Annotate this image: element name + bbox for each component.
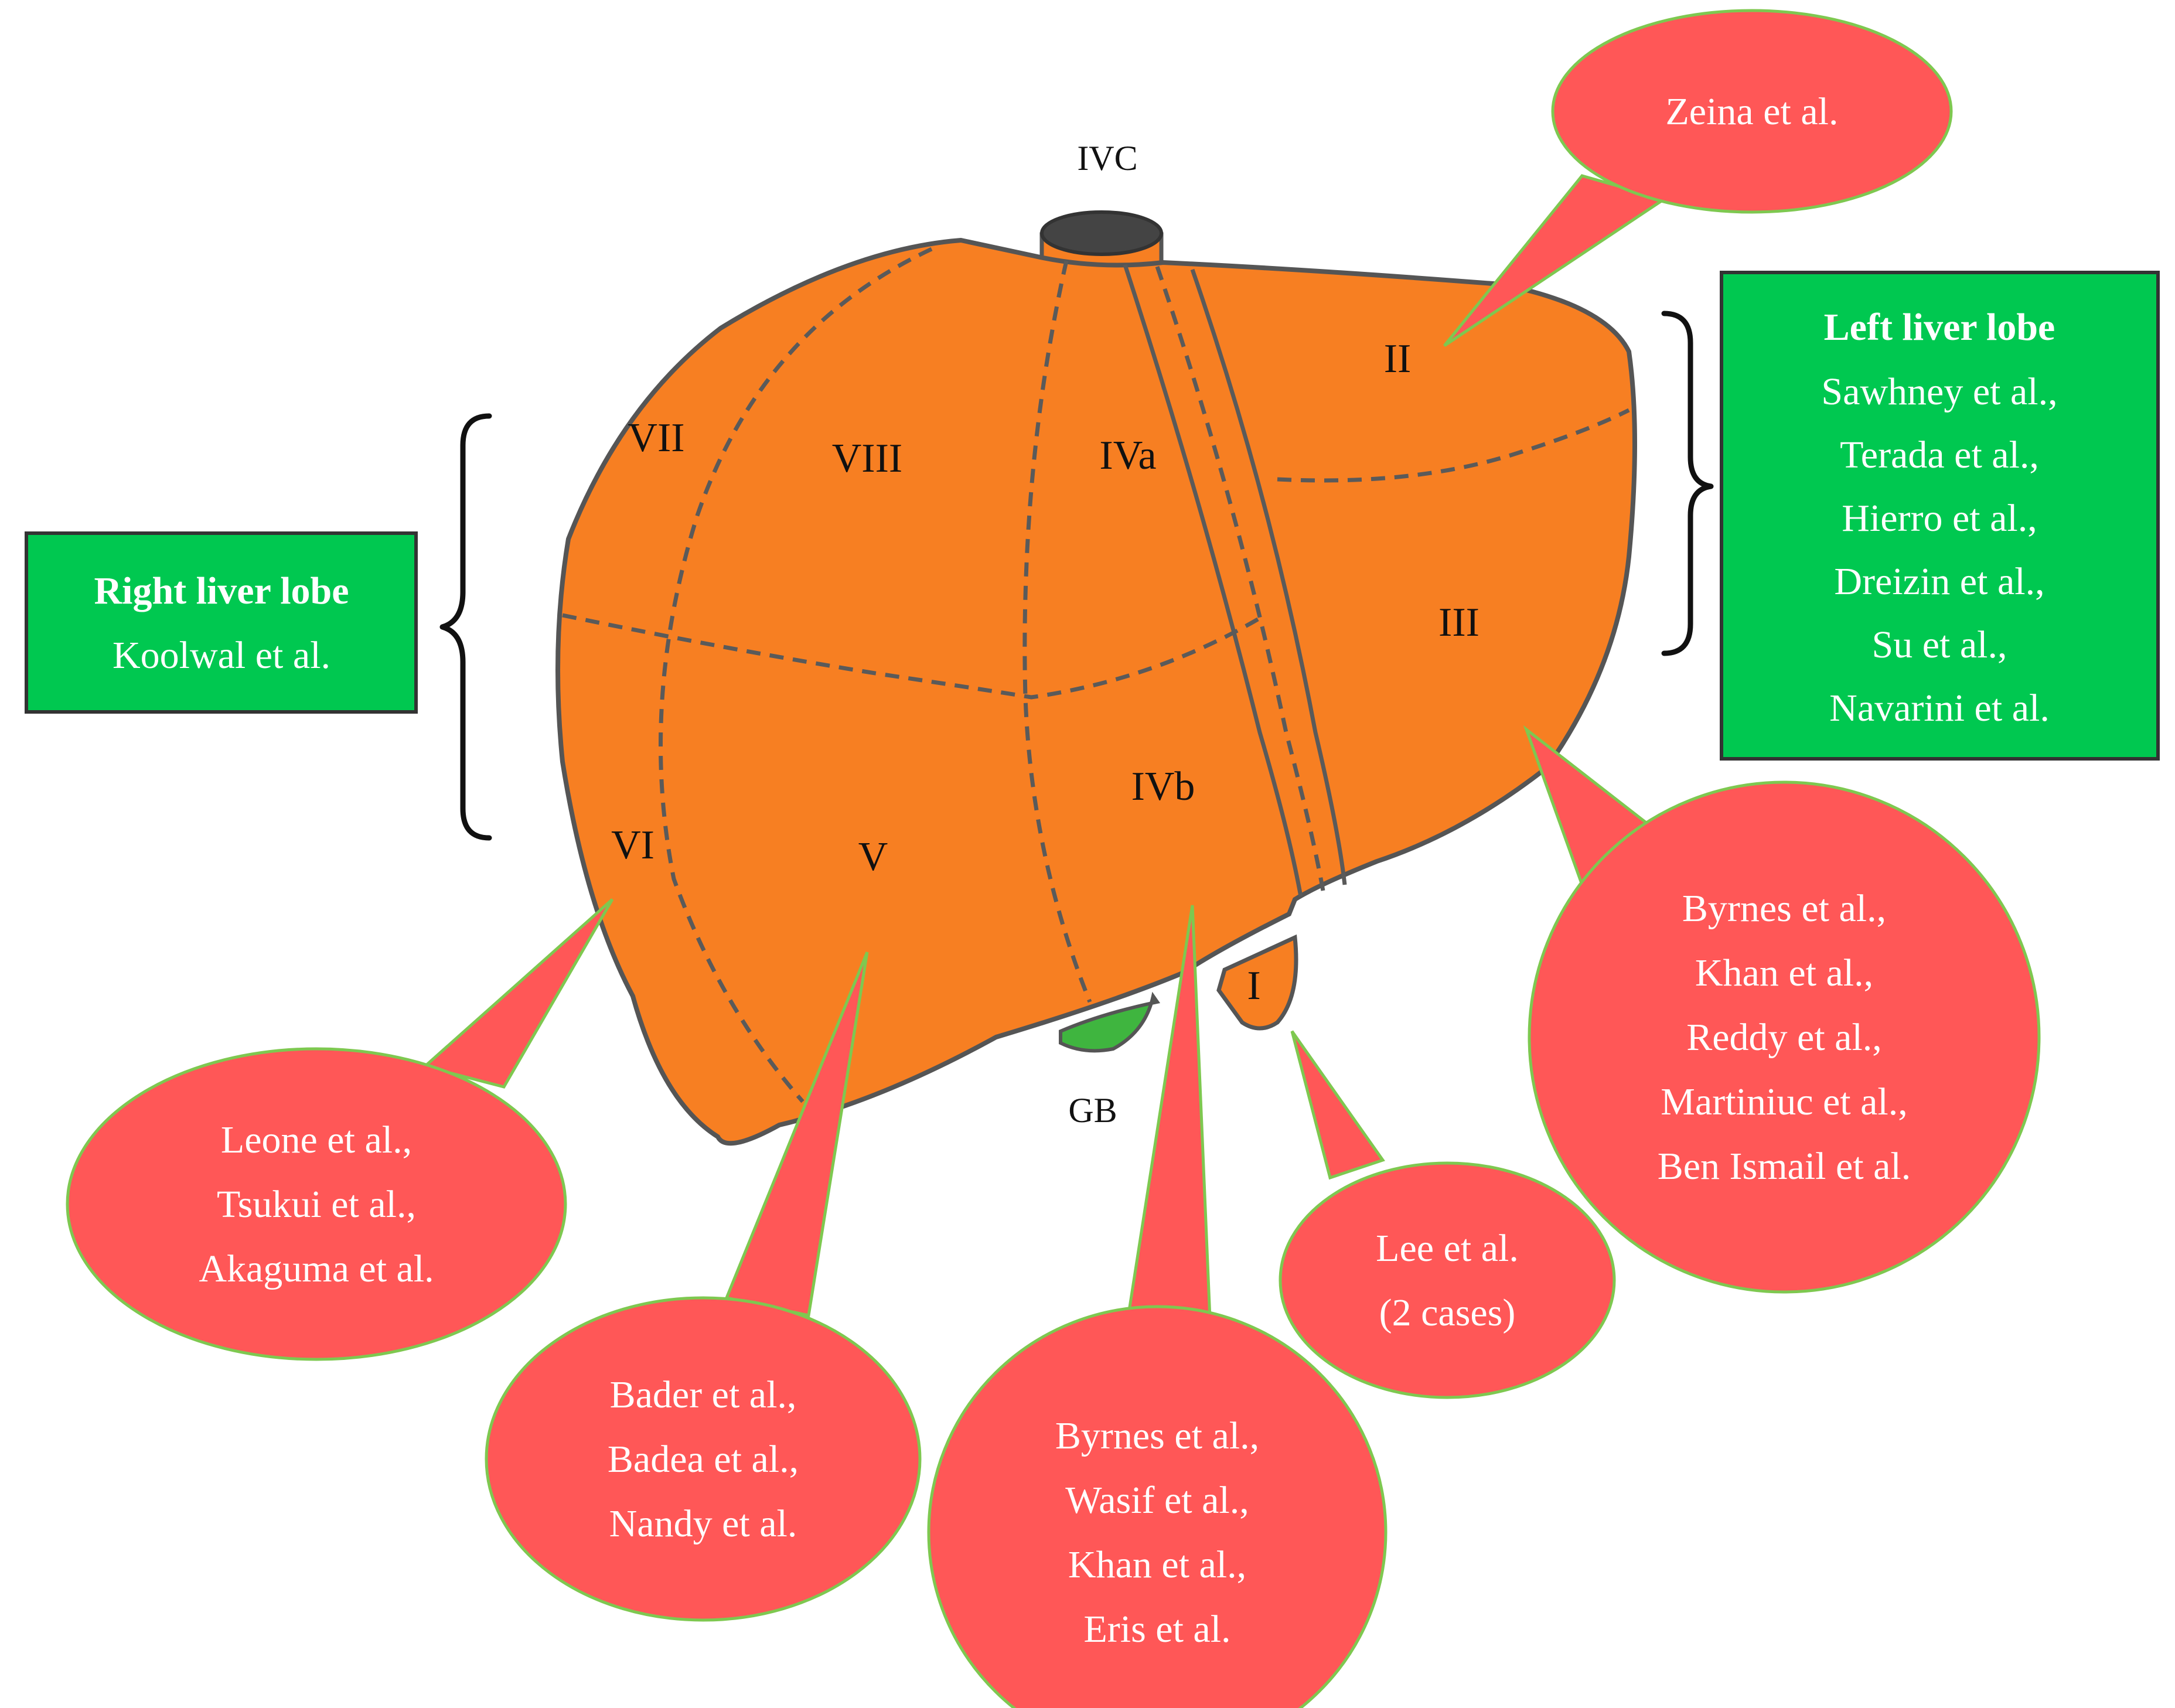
segment-label-7: VII: [628, 415, 684, 461]
callout-reference: Martiniuc et al.,: [1661, 1080, 1908, 1123]
left-lobe-reference: Hierro et al.,: [1842, 497, 2037, 540]
callout-reference: Khan et al.,: [1068, 1543, 1246, 1586]
callout-segment-4b: Byrnes et al., Wasif et al., Khan et al., E…: [927, 905, 1388, 1708]
left-lobe-reference: Terada et al.,: [1840, 434, 2039, 476]
segment-label-4b: IVb: [1131, 764, 1195, 809]
callout-reference: Eris et al.: [1083, 1608, 1230, 1651]
callout-reference: Byrnes et al.,: [1682, 887, 1886, 930]
segment-label-3: III: [1438, 600, 1479, 645]
segment-label-5: V: [858, 834, 888, 879]
right-lobe-reference: Koolwal et al.: [112, 634, 330, 677]
left-lobe-reference: Navarini et al.: [1829, 687, 2050, 729]
callout-reference: Akaguma et al.: [199, 1247, 434, 1290]
callout-reference: Byrnes et al.,: [1055, 1414, 1259, 1457]
callout-reference: Nandy et al.: [609, 1502, 797, 1545]
left-lobe-brace: [1661, 311, 1714, 656]
callout-reference: Leone et al.,: [221, 1119, 412, 1161]
right-lobe-title: Right liver lobe: [94, 570, 349, 612]
left-lobe-reference: Dreizin et al.,: [1834, 560, 2044, 603]
left-lobe-reference: Su et al.,: [1872, 623, 2007, 666]
callout-reference: Zeina et al.: [1665, 90, 1838, 133]
callout-reference: Reddy et al.,: [1686, 1016, 1882, 1059]
ivc-label: IVC: [1077, 139, 1137, 178]
right-lobe-brace: [439, 413, 492, 841]
callout-segment-1: Lee et al. (2 cases): [1279, 1030, 1616, 1399]
callout-reference: Bader et al.,: [610, 1373, 797, 1416]
callout-reference: Wasif et al.,: [1065, 1479, 1249, 1522]
segment-label-8: VIII: [832, 436, 902, 481]
callout-segment-3: Byrnes et al., Khan et al., Reddy et al., M…: [1523, 725, 2041, 1294]
segment-label-2: II: [1384, 336, 1412, 381]
left-lobe-title: Left liver lobe: [1824, 306, 2055, 349]
left-lobe-box: Left liver lobe Sawhney et al., Terada et…: [1720, 271, 2160, 761]
right-lobe-box: Right liver lobe Koolwal et al.: [25, 531, 418, 714]
gallbladder: [1059, 991, 1161, 1053]
segment-label-6: VI: [611, 823, 654, 868]
left-lobe-reference: Sawhney et al.,: [1821, 370, 2057, 413]
segment-label-1: I: [1247, 963, 1260, 1008]
segment-labels: I II III IVa IVb V VI VII VIII: [611, 336, 1479, 1008]
callout-segment-2: Zeina et al.: [1443, 9, 1953, 347]
caudate-lobe: [1216, 934, 1298, 1031]
callout-reference: Lee et al.: [1376, 1227, 1519, 1270]
callout-reference: Khan et al.,: [1695, 952, 1873, 994]
callout-reference: Ben Ismail et al.: [1658, 1145, 1911, 1188]
segment-label-4a: IVa: [1099, 433, 1156, 478]
callout-reference: Badea et al.,: [608, 1438, 799, 1481]
gallbladder-label: GB: [1068, 1091, 1117, 1130]
segment-boundaries: [562, 247, 1630, 1103]
callout-segment-6: Leone et al., Tsukui et al., Akaguma et al…: [66, 898, 614, 1361]
callout-reference: (2 cases): [1379, 1291, 1516, 1334]
callout-segment-5: Bader et al., Badea et al., Nandy et al.: [485, 952, 922, 1622]
liver-body: [555, 237, 1637, 1146]
callout-reference: Tsukui et al.,: [217, 1183, 416, 1226]
